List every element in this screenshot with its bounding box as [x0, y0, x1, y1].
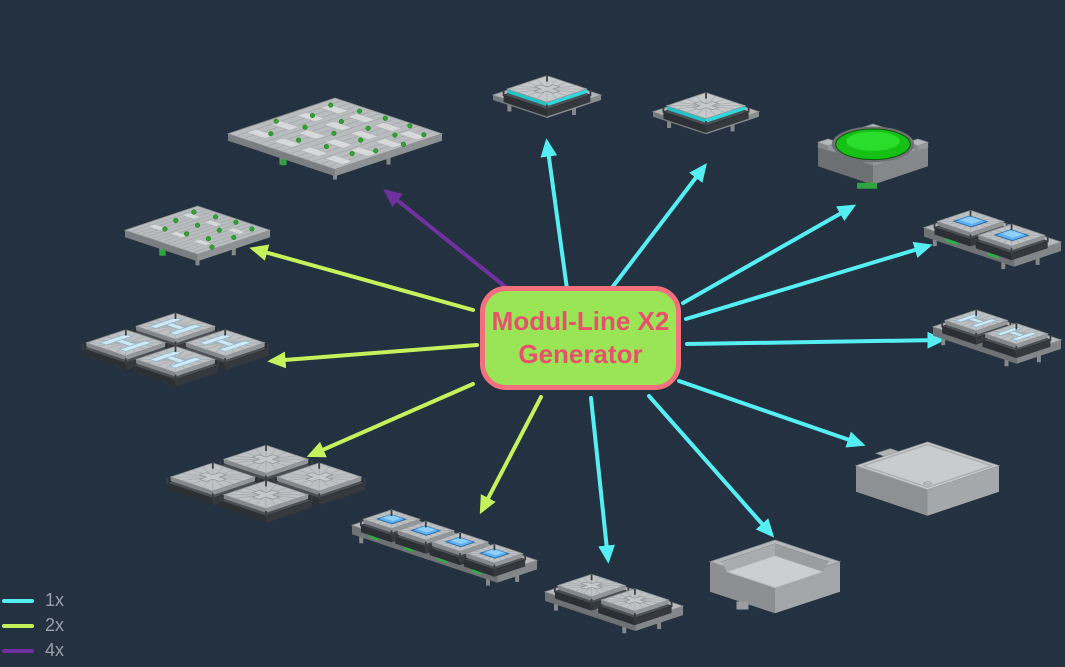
arrow-1x-5 — [540, 138, 569, 291]
arrow-1x-12 — [589, 396, 615, 564]
legend-item-4x: 4x — [2, 638, 64, 663]
fan-plates-quad — [165, 444, 367, 523]
legend-item-1x: 1x — [2, 588, 64, 613]
h-insert-plates-quad — [81, 312, 270, 387]
green-dome-module — [816, 123, 930, 189]
generator-node-title-line1: Modul-Line X2 — [491, 305, 670, 336]
generator-node-title-line2: Generator — [518, 339, 643, 369]
arrow-2x-1 — [249, 244, 475, 312]
open-box-tray — [708, 539, 842, 614]
grid-plate-module-4x — [226, 97, 444, 180]
h-insert-plates-duo — [931, 309, 1063, 367]
legend-line-1x — [2, 598, 34, 603]
fan-plate-single-top — [491, 75, 603, 118]
legend-item-2x: 2x — [2, 613, 64, 638]
multiplicity-legend: 1x 2x 4x — [2, 588, 64, 663]
legend-label-1x: 1x — [45, 590, 65, 610]
grid-plate-module-2x — [123, 205, 272, 266]
legend-line-2x — [2, 623, 34, 628]
legend-line-4x — [2, 648, 34, 653]
arrow-1x-6 — [609, 163, 707, 291]
legend-label-2x: 2x — [45, 615, 65, 635]
arrow-2x-3 — [306, 382, 475, 458]
blue-pad-plates-duo — [922, 209, 1063, 270]
arrow-1x-11 — [647, 394, 775, 538]
closed-box-lid — [854, 441, 1001, 516]
arrow-1x-9 — [685, 331, 946, 349]
arrow-2x-2 — [267, 343, 479, 369]
blue-pad-plates-row4 — [350, 509, 539, 586]
arrow-1x-10 — [677, 379, 866, 448]
arrow-4x-0 — [383, 189, 514, 294]
arrow-1x-8 — [684, 241, 933, 321]
arrow-1x-7 — [681, 204, 857, 305]
fan-plate-single-right — [651, 92, 761, 135]
legend-label-4x: 4x — [45, 640, 65, 660]
generator-node: Modul-Line X2 Generator — [480, 286, 681, 390]
fan-plates-duo — [543, 573, 685, 634]
arrow-2x-4 — [479, 395, 543, 515]
